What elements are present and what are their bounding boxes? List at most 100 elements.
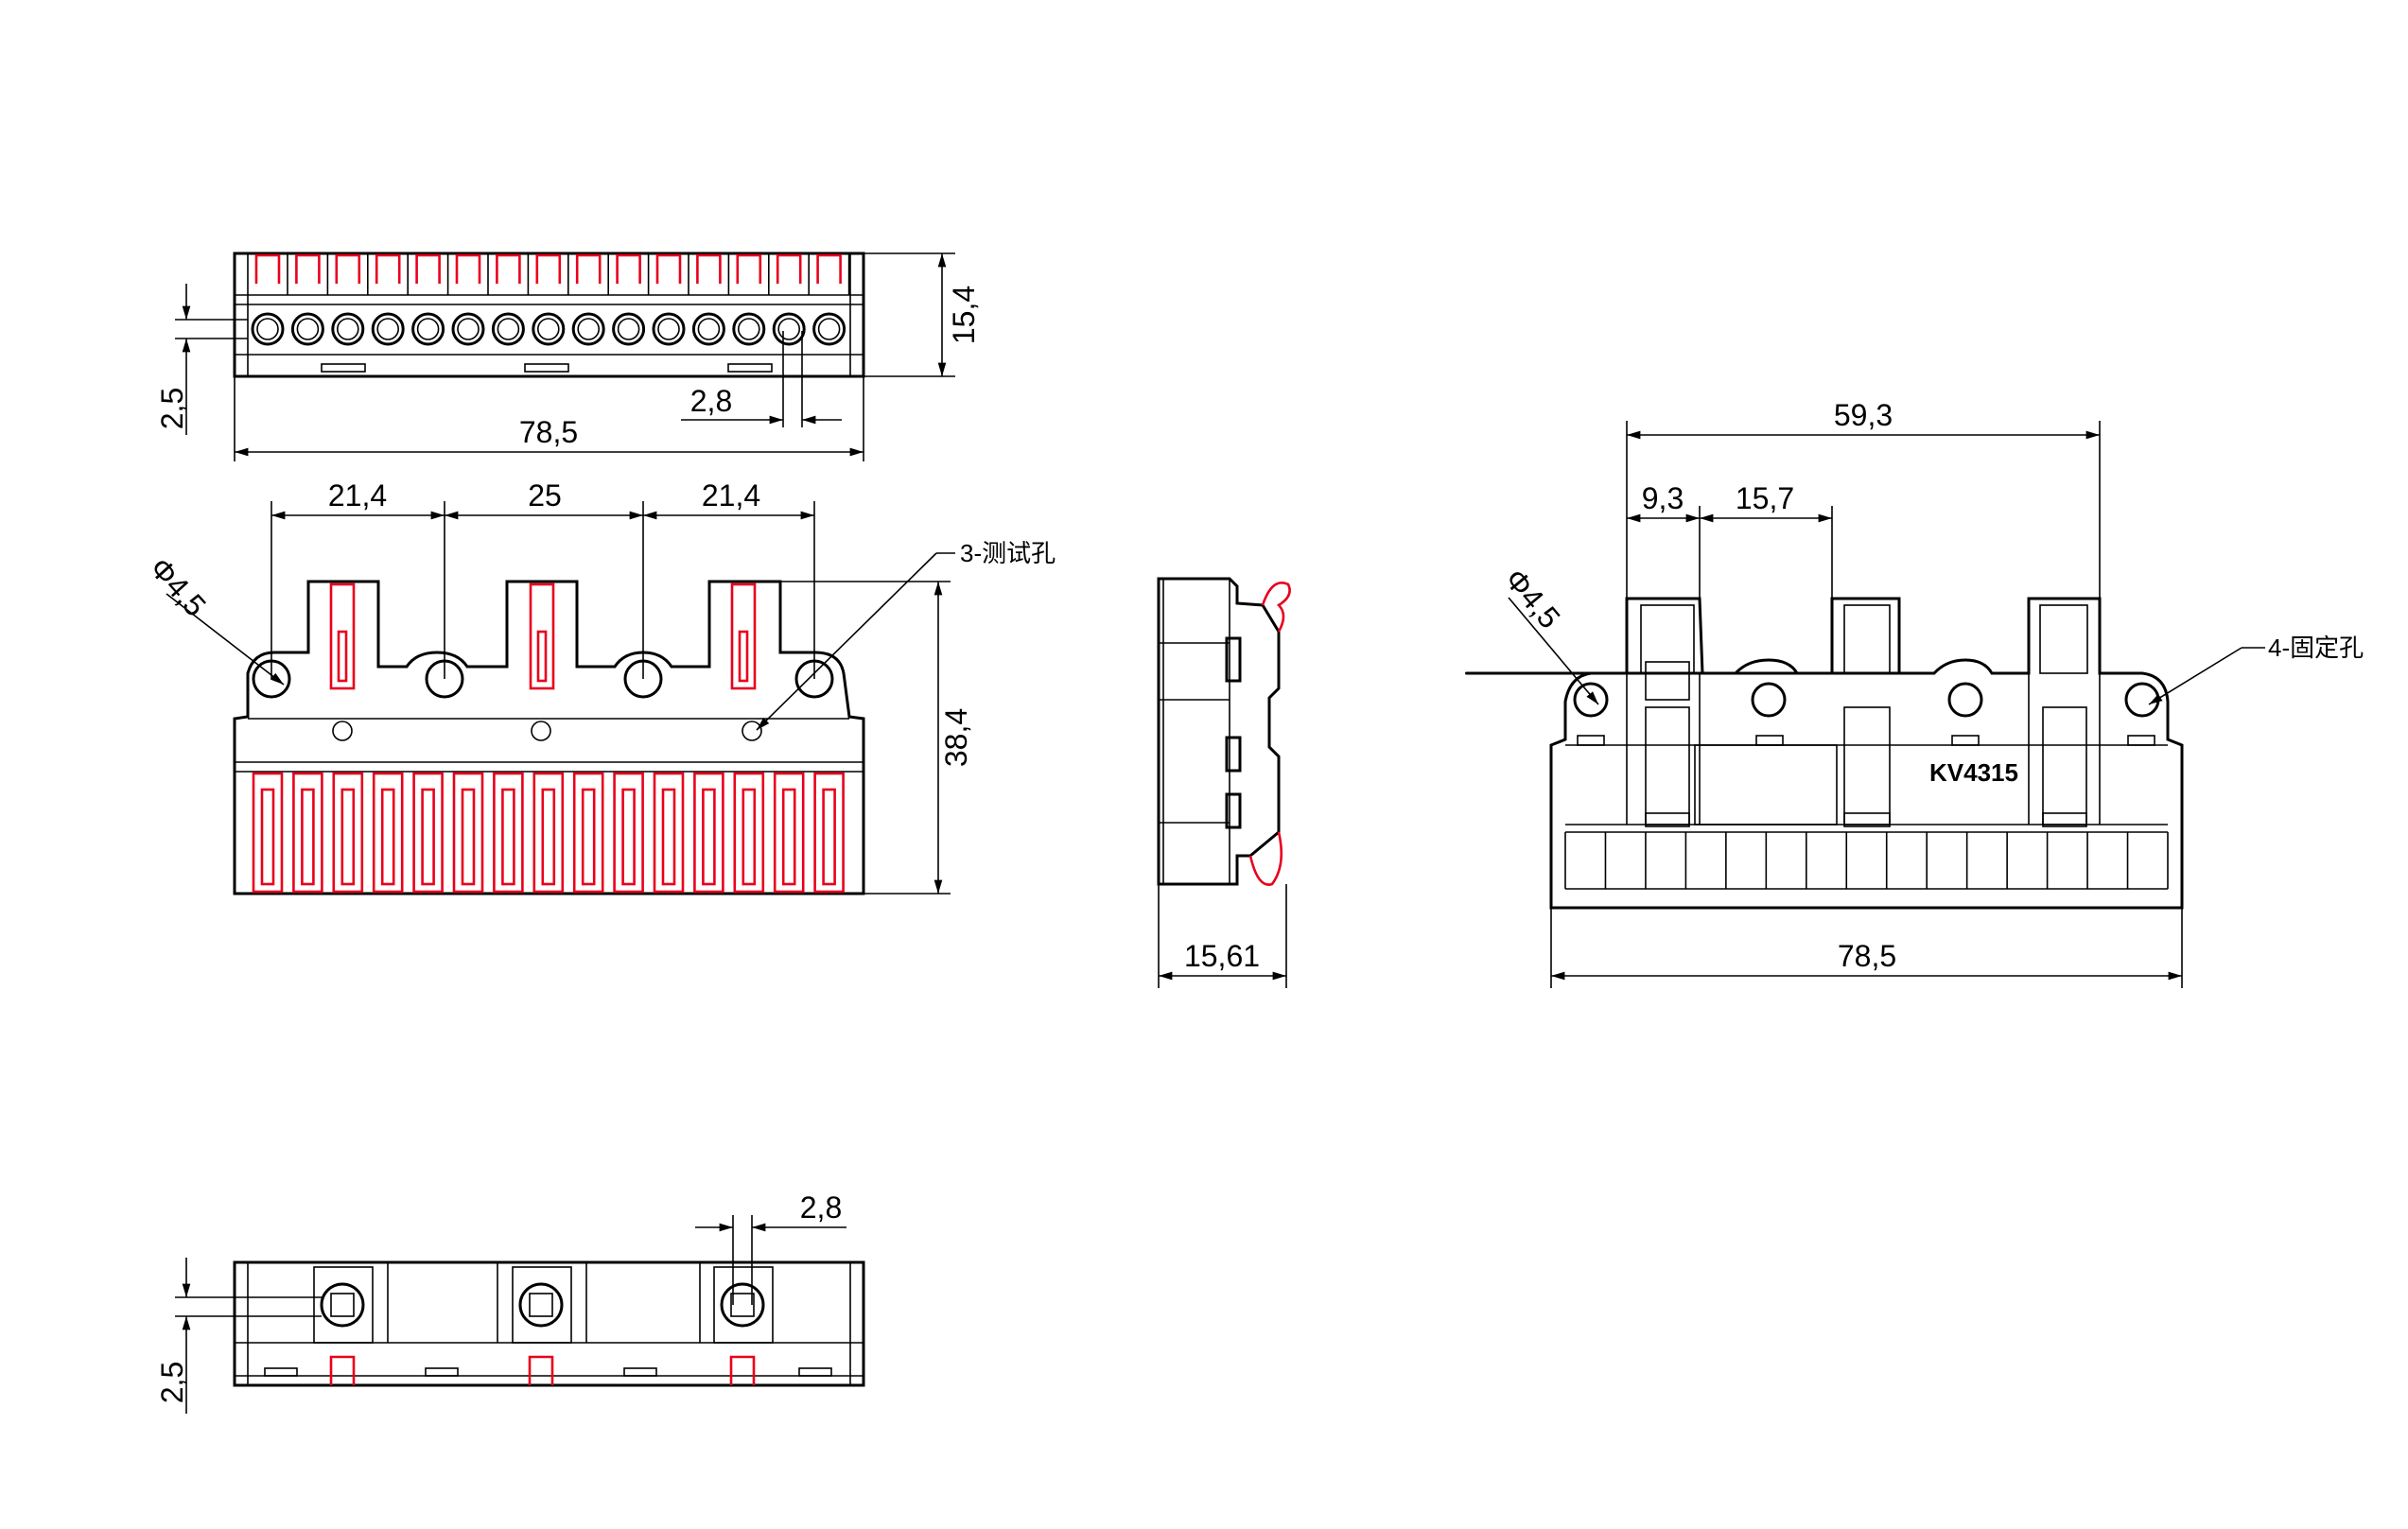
lever-tab-top xyxy=(496,253,521,284)
lever-slot xyxy=(461,788,476,886)
wire-entry-hole xyxy=(451,312,485,346)
dim-bottom-pitch-label: 2,8 xyxy=(800,1190,842,1225)
dim-rear-overall-top-label: 59,3 xyxy=(1834,398,1893,432)
lever-tab-top xyxy=(455,253,481,284)
lever xyxy=(613,772,644,894)
callout-mounting-hole: 4-固定孔 xyxy=(2148,634,2364,705)
lever-tab-top xyxy=(736,253,762,284)
dim-front-hole-label: Φ4,5 xyxy=(143,551,213,623)
dim-top-pitch-label: 2,8 xyxy=(690,384,732,418)
side-lever-bottom xyxy=(1248,831,1283,886)
lever xyxy=(813,772,845,894)
bottom-test-ports xyxy=(313,1262,774,1344)
lever xyxy=(332,772,364,894)
dim-bottom-pitch: 2,8 xyxy=(695,1190,846,1305)
wire-entry-hole xyxy=(331,312,365,346)
dim-rear-slots: 9,3 15,7 xyxy=(1627,481,1833,599)
dim-bottom-offset: 2,5 xyxy=(155,1258,322,1414)
lever-tab-top xyxy=(575,253,602,284)
dim-front-spacing-right: 21,4 xyxy=(702,478,760,513)
lever-slot xyxy=(621,788,636,886)
wire-entry-holes xyxy=(251,312,846,346)
dim-top-width: 78,5 xyxy=(234,376,864,461)
wire-entry-hole xyxy=(491,312,525,346)
lever-tab-top xyxy=(295,253,321,284)
dim-rear-overall-top: 59,3 xyxy=(1626,398,2101,599)
dim-bottom-offset-label: 2,5 xyxy=(155,1362,189,1403)
lever-tab-top xyxy=(335,253,361,284)
lever-tab-top xyxy=(415,253,441,284)
lever-slot xyxy=(581,788,596,886)
wire-entry-hole xyxy=(612,312,646,346)
dim-front-height-label: 38,4 xyxy=(939,708,973,767)
dim-front-height: 38,4 xyxy=(780,581,973,895)
lever-tabs-top xyxy=(254,253,850,295)
lever xyxy=(372,772,404,894)
dim-rear-slot-spacing-label: 15,7 xyxy=(1736,481,1794,515)
lever xyxy=(252,772,284,894)
wire-entry-hole-inner xyxy=(577,318,601,340)
wire-entry-hole-inner xyxy=(737,318,760,340)
wire-entry-hole-inner xyxy=(817,318,841,340)
dim-top-height: 15,4 xyxy=(864,252,981,377)
wire-entry-hole xyxy=(652,312,686,346)
wire-entry-hole xyxy=(691,312,725,346)
dim-top-height-label: 15,4 xyxy=(947,286,981,344)
lever xyxy=(532,772,565,894)
lever-slot xyxy=(301,788,315,886)
lever-slot xyxy=(421,788,435,886)
side-view-body xyxy=(1157,577,1281,886)
test-levers xyxy=(329,582,757,690)
wire-entry-hole-inner xyxy=(497,318,520,340)
dim-side-depth-label: 15,61 xyxy=(1184,939,1260,973)
wire-entry-hole-inner xyxy=(336,318,359,340)
wire-entry-hole-inner xyxy=(376,318,400,340)
dim-top-width-label: 78,5 xyxy=(519,415,578,449)
lever-tab-top xyxy=(816,253,842,284)
wire-entry-hole-inner xyxy=(536,318,560,340)
lever-slot xyxy=(742,788,757,886)
dim-rear-width: 78,5 xyxy=(1550,908,2183,988)
wire-entry-hole xyxy=(772,312,806,346)
wire-entry-hole-inner xyxy=(256,318,279,340)
wire-entry-hole xyxy=(532,312,566,346)
callout-test-hole: 3-测试孔 xyxy=(756,539,1056,731)
lever-slot xyxy=(781,788,796,886)
dim-rear-left-offset-label: 9,3 xyxy=(1642,481,1684,515)
lever xyxy=(653,772,685,894)
lever-slot xyxy=(702,788,716,886)
lever-tab-top xyxy=(696,253,722,284)
dim-rear-width-label: 78,5 xyxy=(1838,939,1896,973)
wire-entry-hole xyxy=(371,312,405,346)
lever xyxy=(412,772,444,894)
top-view: 15,4 2,5 2,8 78,5 xyxy=(155,252,981,461)
wire-entry-hole-inner xyxy=(416,318,440,340)
wire-entry-hole-inner xyxy=(657,318,680,340)
lever-slot xyxy=(260,788,275,886)
lever-slot xyxy=(541,788,556,886)
wire-entry-hole-inner xyxy=(457,318,480,340)
dim-front-spacing-left: 21,4 xyxy=(328,478,387,513)
rear-slots xyxy=(1626,604,2101,827)
lever-tab-top xyxy=(616,253,641,284)
lever-tab-top xyxy=(535,253,562,284)
wire-entry-hole xyxy=(290,312,324,346)
wire-entry-hole xyxy=(812,312,846,346)
lever xyxy=(733,772,765,894)
rear-mount-hole-3 xyxy=(1947,682,1983,718)
wire-entry-hole xyxy=(571,312,605,346)
dim-side-depth: 15,61 xyxy=(1158,884,1287,988)
lever-tab-top xyxy=(254,253,281,284)
rear-view: KV4315 59,3 9,3 15,7 Φ4,5 4-固定孔 xyxy=(1465,398,2364,988)
model-label: KV4315 xyxy=(1929,758,2018,787)
lever-tab-top xyxy=(655,253,682,284)
wire-entry-hole-inner xyxy=(777,318,801,340)
rear-mount-hole-2 xyxy=(1751,682,1787,718)
bottom-red-tabs xyxy=(329,1355,756,1385)
lever-tab-top xyxy=(776,253,802,284)
dim-top-pitch: 2,8 xyxy=(681,331,842,427)
rear-mount-hole-1 xyxy=(1573,682,1609,718)
callout-test-hole-label: 3-测试孔 xyxy=(960,539,1056,567)
lever xyxy=(572,772,604,894)
bottom-view-body xyxy=(233,1260,865,1387)
